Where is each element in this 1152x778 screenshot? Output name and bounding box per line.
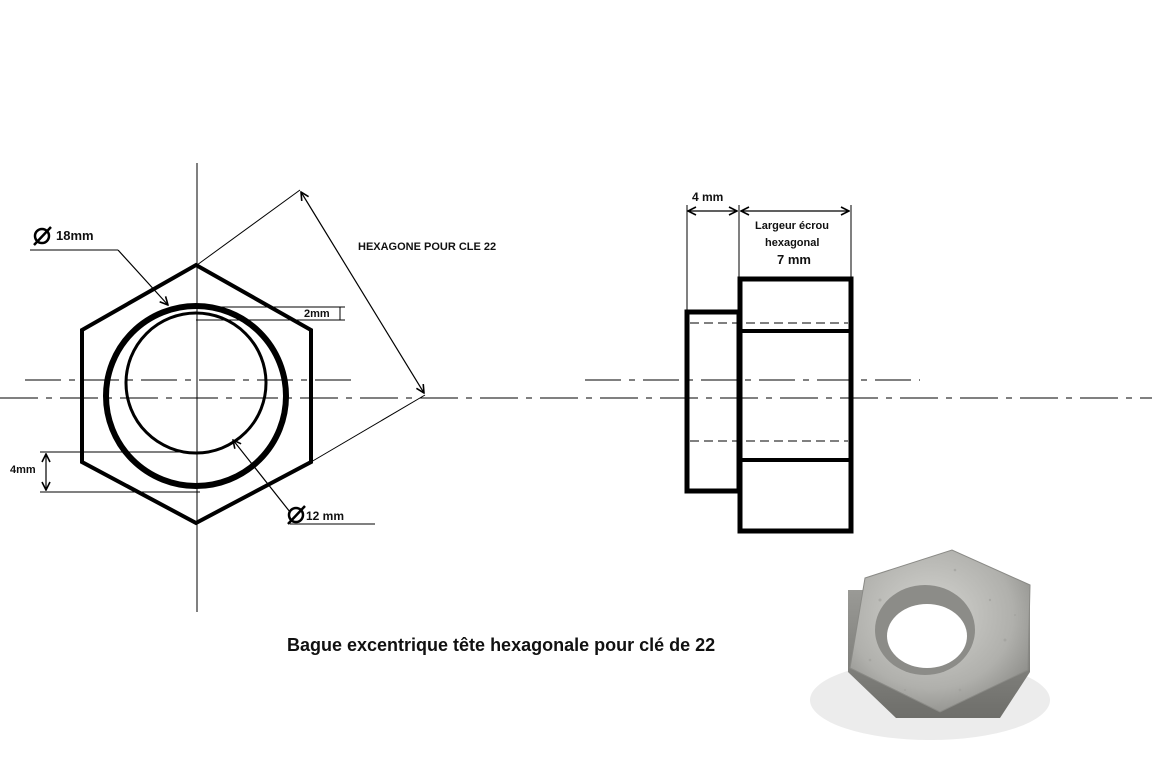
shoulder-width-label: 4 mm — [692, 190, 723, 204]
outer-circle — [103, 303, 289, 489]
front-view: 18mm 12 mm 2mm 4mm HEXAGONE POUR CLE 22 — [10, 163, 496, 612]
diameter-12-leader — [233, 440, 291, 513]
side-view: 4 mm Largeur écrou hexagonal 7 mm — [585, 190, 920, 534]
offset-2mm-label: 2mm — [304, 308, 330, 320]
nut-width-label-line2: hexagonal — [765, 237, 819, 249]
nut-width-value: 7 mm — [777, 252, 811, 267]
hex-ext-top — [196, 189, 301, 266]
diameter-12-symbol — [287, 505, 306, 525]
diameter-18-symbol — [33, 226, 52, 246]
height-4mm-label: 4mm — [10, 464, 36, 476]
hexagon-label: HEXAGONE POUR CLE 22 — [358, 241, 496, 253]
diameter-18-label: 18mm — [56, 228, 94, 243]
hex-dimension — [301, 192, 424, 393]
diameter-18-leader — [117, 249, 168, 305]
shoulder-body — [684, 309, 742, 494]
hex-ext-bottom — [310, 394, 426, 463]
inner-circle — [124, 311, 268, 455]
diameter-12-label: 12 mm — [306, 509, 344, 523]
caption: Bague excentrique tête hexagonale pour c… — [287, 635, 715, 655]
hex-nut-body — [737, 276, 854, 534]
bushing-bore — [887, 604, 967, 668]
nut-width-label-line1: Largeur écrou — [755, 220, 829, 232]
bushing-photo — [810, 549, 1050, 740]
